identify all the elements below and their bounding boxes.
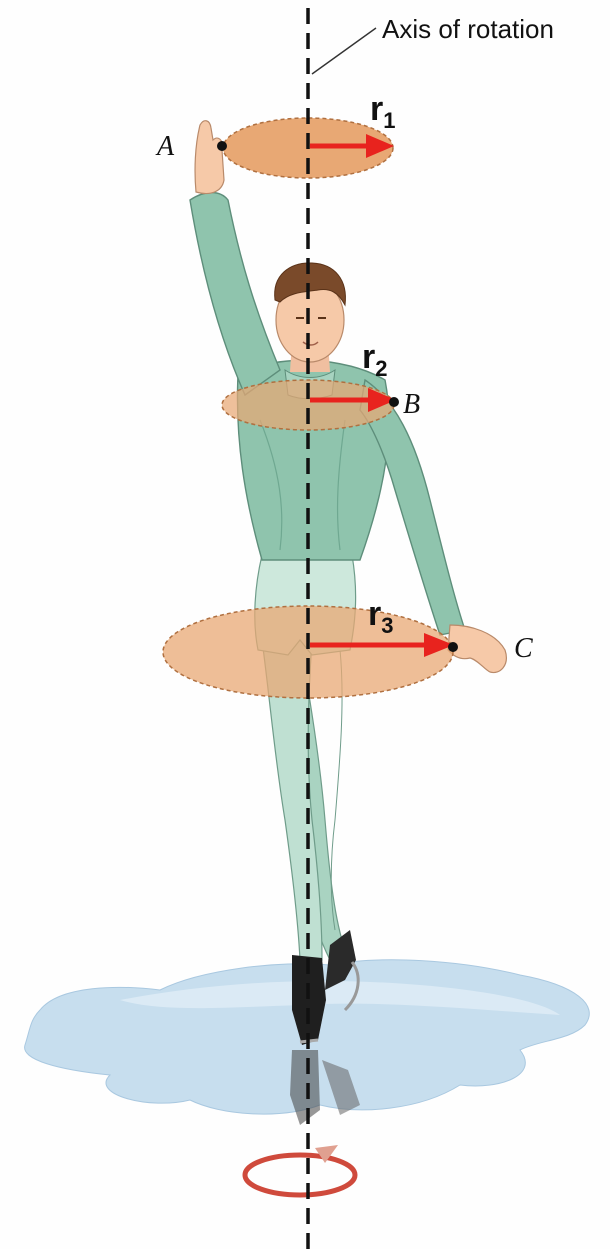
r3-base: r: [368, 595, 381, 633]
axis-label: Axis of rotation: [382, 14, 554, 44]
r2-sub: 2: [375, 356, 387, 381]
r1-base: r: [370, 90, 383, 128]
point-b-label: B: [403, 389, 420, 420]
r1-sub: 1: [383, 108, 395, 133]
r2-base: r: [362, 338, 375, 376]
point-c-dot: [448, 642, 458, 652]
point-a-dot: [217, 141, 227, 151]
r3-sub: 3: [381, 613, 393, 638]
point-b-dot: [389, 397, 399, 407]
point-c-label: C: [514, 633, 533, 664]
point-a-label: A: [155, 131, 175, 162]
